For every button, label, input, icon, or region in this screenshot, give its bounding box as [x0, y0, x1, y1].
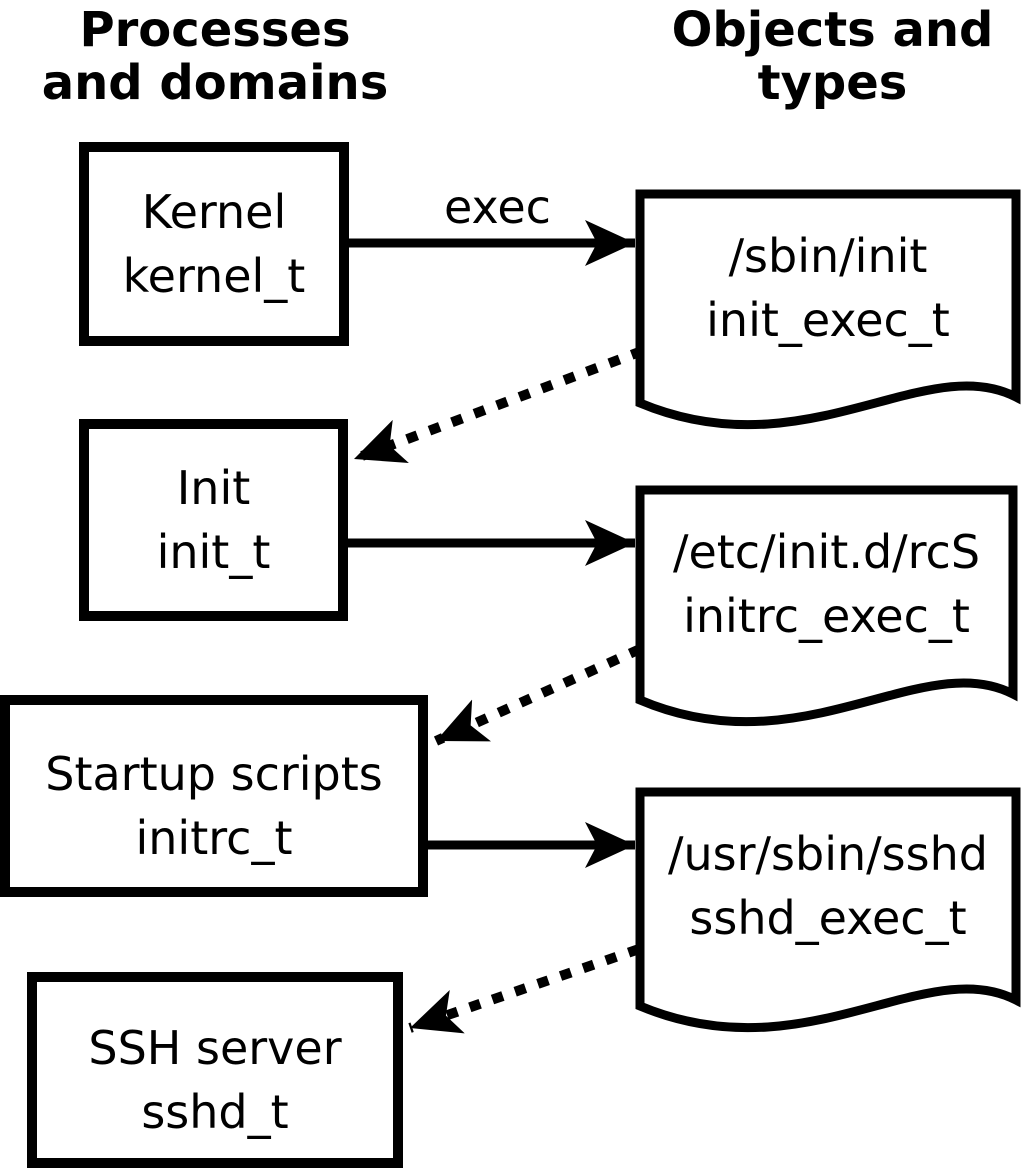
column-header-objects-and-types: Objects and types — [645, 4, 1020, 110]
kernel-box-shape — [79, 142, 349, 346]
header-right-line1: Objects and — [671, 2, 994, 58]
etc-initd-rcs-object-label: /etc/init.d/rcS initrc_exec_t — [640, 490, 1013, 678]
ssh-server-box-shape — [27, 972, 403, 1168]
exec-edge-label: exec — [444, 180, 551, 234]
sbin-init-object-label: /sbin/init init_exec_t — [640, 194, 1016, 382]
usr-sbin-sshd-document-shape — [635, 787, 1021, 1033]
header-right-line2: types — [757, 55, 908, 111]
init-box-shape — [79, 419, 348, 621]
kernel-node-label: Kernel kernel_t — [84, 147, 344, 341]
transition-arrow-rcs-to-startup — [433, 644, 643, 746]
startup-scripts-node-name: Startup scripts — [45, 747, 383, 801]
init-node-name: Init — [176, 461, 251, 515]
usr-sbin-sshd-object-type: sshd_exec_t — [689, 891, 967, 945]
ssh-server-node-label: SSH server sshd_t — [32, 977, 398, 1173]
header-left-line2: and domains — [41, 55, 389, 111]
column-header-processes-and-domains: Processes and domains — [25, 4, 405, 110]
usr-sbin-sshd-object-label: /usr/sbin/sshd sshd_exec_t — [640, 792, 1016, 980]
etc-initd-rcs-document-shape — [635, 485, 1018, 727]
startup-scripts-node-label: Startup scripts initrc_t — [5, 700, 423, 902]
sbin-init-document-shape — [635, 189, 1021, 430]
kernel-node-name: Kernel — [141, 185, 287, 239]
init-node-label: Init init_t — [84, 424, 343, 616]
etc-initd-rcs-object-type: initrc_exec_t — [683, 589, 970, 643]
init-node-domain: init_t — [156, 525, 271, 579]
transition-arrow-sshd-to-sshserver — [408, 944, 641, 1034]
ssh-server-node-domain: sshd_t — [141, 1085, 289, 1139]
etc-initd-rcs-object-path: /etc/init.d/rcS — [672, 525, 981, 579]
transition-arrow-sbin-init-to-init — [352, 346, 644, 464]
usr-sbin-sshd-object-path: /usr/sbin/sshd — [668, 827, 988, 881]
sbin-init-object-path: /sbin/init — [728, 229, 928, 283]
startup-scripts-box-shape — [0, 695, 428, 897]
ssh-server-node-name: SSH server — [88, 1021, 342, 1075]
kernel-node-domain: kernel_t — [122, 249, 306, 303]
sbin-init-object-type: init_exec_t — [706, 293, 950, 347]
startup-scripts-node-domain: initrc_t — [135, 811, 293, 865]
header-left-line1: Processes — [79, 2, 351, 58]
